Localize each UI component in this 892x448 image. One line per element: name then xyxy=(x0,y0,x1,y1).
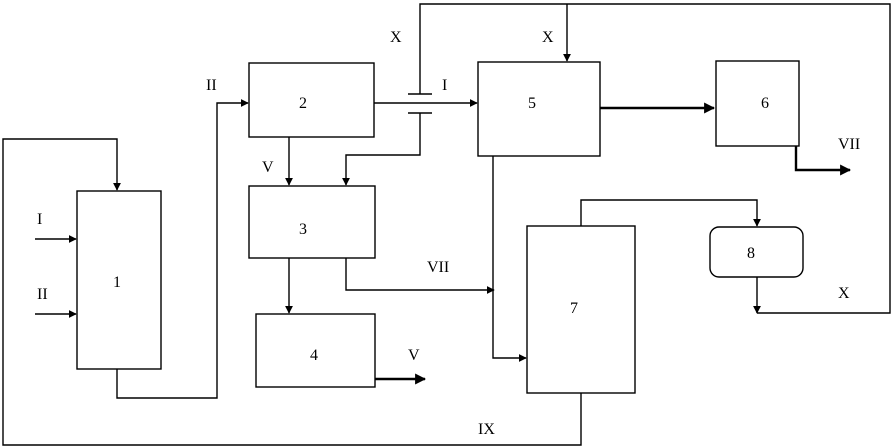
block-6: 6 xyxy=(715,60,800,147)
block-8: 8 xyxy=(709,226,804,278)
top-X-return-line xyxy=(419,3,891,314)
label-to2-II: II xyxy=(206,77,217,94)
block-1: 1 xyxy=(76,190,162,370)
label-input-I: I xyxy=(37,211,42,228)
block-2-label: 2 xyxy=(299,95,307,112)
block-2: 2 xyxy=(248,62,375,138)
block-4: 4 xyxy=(255,313,376,388)
flow-1-to-2 xyxy=(116,99,249,399)
label-to5-I: I xyxy=(442,77,447,94)
block-5-label: 5 xyxy=(528,95,536,112)
label-out3-VII: VII xyxy=(427,259,449,276)
label-bottom-IX: IX xyxy=(478,421,495,438)
block-3: 3 xyxy=(248,185,376,259)
flow-7-to-8 xyxy=(580,199,761,227)
label-input-II: II xyxy=(37,286,48,303)
block-1-label: 1 xyxy=(113,274,121,291)
block-3-label: 3 xyxy=(299,221,307,238)
block-7: 7 xyxy=(526,225,636,394)
label-top-X-right: X xyxy=(542,29,554,46)
label-out6-VII: VII xyxy=(838,136,860,153)
label-out2-V: V xyxy=(262,159,274,176)
flow-3-VII xyxy=(345,258,495,294)
block-8-label: 8 xyxy=(747,245,755,262)
flow-5-to-7 xyxy=(492,156,527,362)
block-5: 5 xyxy=(477,61,601,157)
block-4-label: 4 xyxy=(310,347,318,364)
label-out4-V: V xyxy=(408,347,420,364)
flow-separator-to-3 xyxy=(342,113,421,186)
block-7-label: 7 xyxy=(570,300,578,317)
label-top-X-left: X xyxy=(390,29,402,46)
block-6-label: 6 xyxy=(761,95,769,112)
flow-7-to-1-IX xyxy=(2,138,582,446)
output-6-VII xyxy=(794,146,852,176)
label-out8-X: X xyxy=(838,285,850,302)
